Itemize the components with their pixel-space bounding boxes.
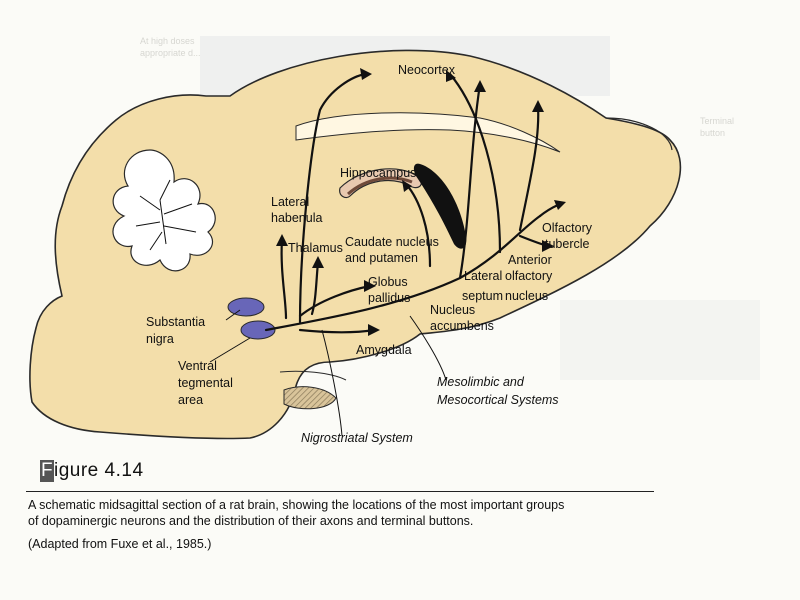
label-neocortex: Neocortex xyxy=(398,63,456,77)
label-lateral-septum-2: septum xyxy=(462,289,503,303)
vta-nucleus xyxy=(240,320,276,340)
label-caudate-2: and putamen xyxy=(345,251,418,265)
caption-line-1: A schematic midsagittal section of a rat… xyxy=(28,498,565,512)
caption-rule xyxy=(26,491,654,492)
lateral-ventricle xyxy=(413,163,467,249)
axon-pathways xyxy=(264,72,562,334)
structure-labels: Neocortex Hippocampus Lateral habenula T… xyxy=(146,63,593,445)
label-lateral-septum-1: Lateral xyxy=(464,269,502,283)
label-nucleus-accumbens-2: accumbens xyxy=(430,319,494,333)
label-olfactory-tubercle-1: Olfactory xyxy=(542,221,593,235)
figure-number: igure 4.14 xyxy=(54,460,144,481)
olfactory-bulb xyxy=(605,117,673,151)
caption-credit: (Adapted from Fuxe et al., 1985.) xyxy=(28,537,212,551)
label-lateral-habenula-2: habenula xyxy=(271,211,322,225)
label-anterior-olfactory-3: nucleus xyxy=(505,289,548,303)
hippocampus-stripe xyxy=(347,176,413,196)
cerebellum-folia xyxy=(112,149,216,272)
svg-text:Terminal: Terminal xyxy=(700,116,734,126)
label-vta-1: Ventral xyxy=(178,359,217,373)
cerebellum-arbor xyxy=(135,179,197,251)
substantia-nigra-nucleus xyxy=(227,297,265,317)
label-vta-2: tegmental xyxy=(178,376,233,390)
label-caudate-1: Caudate nucleus xyxy=(345,235,439,249)
label-globus-1: Globus xyxy=(368,275,408,289)
label-anterior-olfactory-2: olfactory xyxy=(505,269,553,283)
figure-caption: A schematic midsagittal section of a rat… xyxy=(28,497,648,552)
rat-brain-diagram: At high doses appropriate d... Terminal … xyxy=(29,36,735,445)
brainstem-lower xyxy=(279,370,347,381)
label-globus-2: pallidus xyxy=(368,291,410,305)
pituitary-region xyxy=(283,386,337,410)
figure-heading: Figure 4.14 xyxy=(40,460,280,486)
brain-outline xyxy=(29,49,682,440)
svg-text:button: button xyxy=(700,128,725,138)
label-hippocampus: Hippocampus xyxy=(340,166,416,180)
label-lateral-habenula-1: Lateral xyxy=(271,195,309,209)
white-matter xyxy=(295,112,561,153)
label-mesolimbic-1: Mesolimbic and xyxy=(437,375,525,389)
svg-text:At high doses: At high doses xyxy=(140,36,195,46)
figure-initial: F xyxy=(40,460,54,482)
label-nigrostriatal: Nigrostriatal System xyxy=(301,431,413,445)
caption-line-2: of dopaminergic neurons and the distribu… xyxy=(28,514,474,528)
label-amygdala: Amygdala xyxy=(356,343,412,357)
arrowheads xyxy=(276,68,566,336)
svg-text:appropriate d...: appropriate d... xyxy=(140,48,201,58)
label-substantia-nigra-2: nigra xyxy=(146,332,174,346)
label-nucleus-accumbens-1: Nucleus xyxy=(430,303,475,317)
label-anterior-olfactory-1: Anterior xyxy=(508,253,552,267)
pointer-lines xyxy=(209,309,447,437)
label-vta-3: area xyxy=(178,393,203,407)
label-substantia-nigra-1: Substantia xyxy=(146,315,205,329)
label-mesolimbic-2: Mesocortical Systems xyxy=(437,393,559,407)
label-olfactory-tubercle-2: tubercle xyxy=(545,237,590,251)
label-thalamus: Thalamus xyxy=(288,241,343,255)
